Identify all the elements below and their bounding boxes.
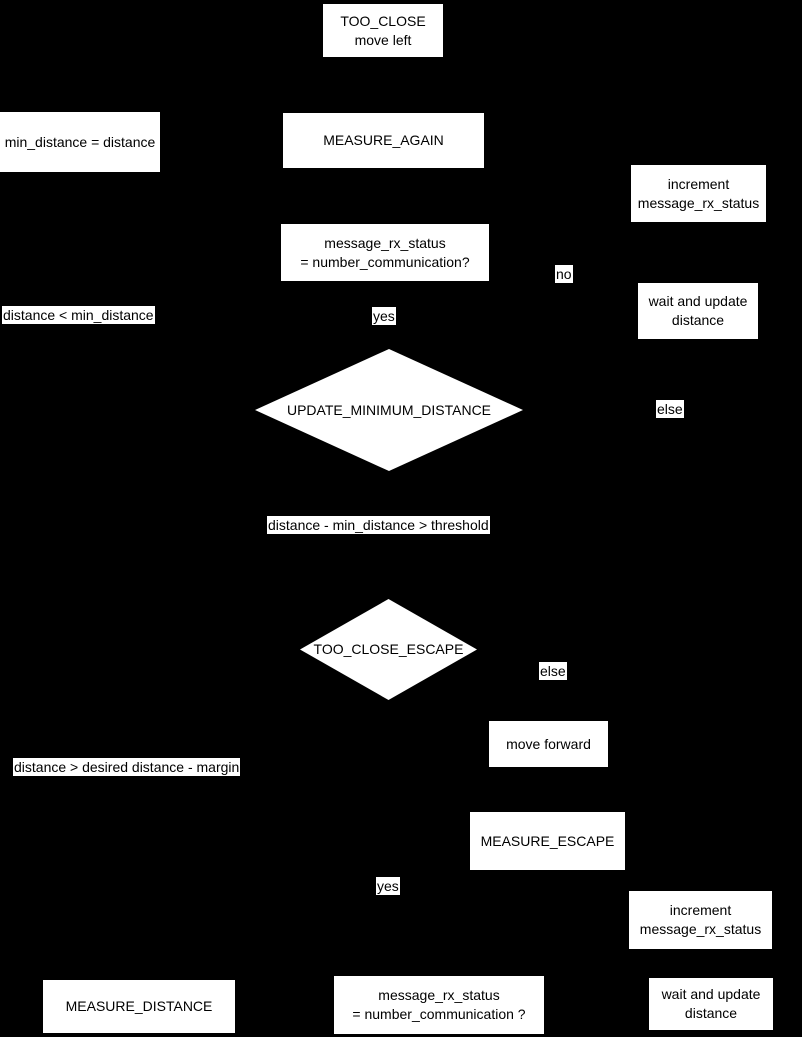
- edge-label-else-bottom: else: [539, 662, 567, 680]
- decision-too-close-escape: TOO_CLOSE_ESCAPE: [300, 599, 477, 700]
- node-measure-escape-text: MEASURE_ESCAPE: [480, 832, 615, 849]
- node-wait-update-bottom: wait and update distance: [649, 978, 773, 1030]
- node-measure-distance: MEASURE_DISTANCE: [43, 980, 235, 1033]
- node-move-forward: move forward: [489, 721, 608, 767]
- node-rx-equals-comm-bottom: message_rx_status = number_communication…: [334, 976, 544, 1034]
- node-wait-update-top-line2: distance: [671, 312, 725, 328]
- node-increment-rx-top-line2: message_rx_status: [637, 194, 760, 211]
- node-wait-update-top-line1: wait and update: [648, 293, 748, 309]
- node-measure-again: MEASURE_AGAIN: [283, 113, 484, 168]
- node-increment-rx-bottom-line1: increment: [669, 902, 732, 918]
- node-measure-escape: MEASURE_ESCAPE: [470, 812, 625, 870]
- decision-too-close-escape-text: TOO_CLOSE_ESCAPE: [313, 641, 464, 657]
- edge-label-yes-bottom: yes: [376, 877, 400, 895]
- node-wait-update-top: wait and update distance: [638, 283, 758, 339]
- node-increment-rx-top-line1: increment: [667, 175, 730, 192]
- node-min-distance-assign: min_distance = distance: [0, 112, 160, 172]
- edge-label-distance-minus-min: distance - min_distance > threshold: [267, 516, 490, 534]
- node-increment-rx-bottom: increment message_rx_status: [629, 891, 772, 949]
- edge-label-distance-gt-desired: distance > desired distance - margin: [13, 758, 241, 776]
- edge-label-distance-lt-min: distance < min_distance: [2, 306, 155, 324]
- edge-label-yes-top: yes: [372, 307, 396, 325]
- node-wait-update-bottom-line1: wait and update: [661, 986, 761, 1002]
- node-rx-equals-comm-bottom-line1: message_rx_status: [378, 987, 500, 1003]
- node-measure-again-text: MEASURE_AGAIN: [323, 132, 444, 148]
- node-rx-equals-comm-bottom-line2: = number_communication ?: [352, 1006, 526, 1022]
- node-move-forward-text: move forward: [506, 735, 591, 752]
- node-too-close: TOO_CLOSE move left: [323, 4, 443, 57]
- node-min-distance-assign-text: min_distance = distance: [4, 133, 156, 150]
- decision-update-minimum-distance-text: UPDATE_MINIMUM_DISTANCE: [286, 401, 492, 418]
- node-rx-equals-comm-top: message_rx_status = number_communication…: [281, 224, 489, 281]
- node-too-close-line1: TOO_CLOSE: [340, 12, 426, 29]
- node-increment-rx-bottom-line2: message_rx_status: [639, 921, 762, 937]
- node-wait-update-bottom-line2: distance: [684, 1005, 738, 1021]
- node-rx-equals-comm-top-line2: = number_communication?: [300, 253, 470, 270]
- decision-update-minimum-distance: UPDATE_MINIMUM_DISTANCE: [255, 349, 523, 471]
- node-increment-rx-top: increment message_rx_status: [631, 165, 766, 222]
- node-rx-equals-comm-top-line1: message_rx_status: [324, 234, 446, 251]
- edge-label-else-top: else: [656, 400, 684, 418]
- node-too-close-line2: move left: [354, 31, 412, 48]
- node-measure-distance-text: MEASURE_DISTANCE: [65, 998, 213, 1014]
- edge-label-no: no: [555, 265, 573, 283]
